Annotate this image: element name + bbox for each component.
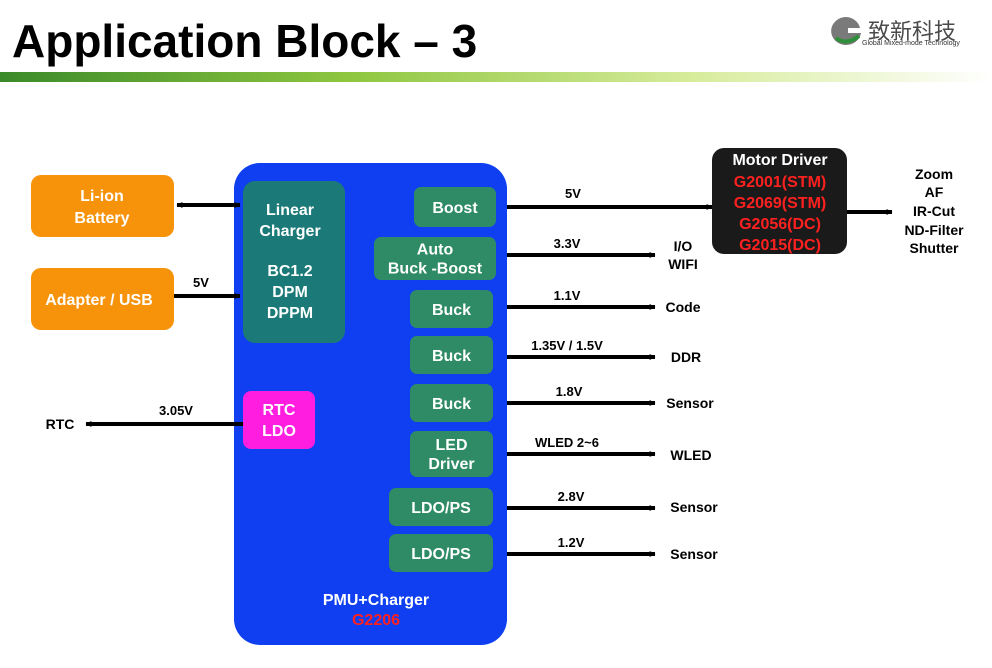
motor-driver-part: G2015(DC) <box>739 237 821 254</box>
rtc-ldo-line2: LDO <box>262 423 296 440</box>
linear-charger-line3: BC1.2 <box>267 263 312 280</box>
output-voltage: 5V <box>565 186 581 201</box>
output-voltage: 2.8V <box>558 489 585 504</box>
regulator-block <box>410 431 493 477</box>
regulator-label: Buck <box>432 348 471 365</box>
regulator-block <box>389 488 493 526</box>
linear-charger-line2: Charger <box>259 223 320 240</box>
output-voltage: WLED 2~6 <box>535 435 599 450</box>
linear-charger-line1: Linear <box>266 202 314 219</box>
output-target: Sensor <box>666 395 714 411</box>
output-target: DDR <box>671 349 701 365</box>
regulator-block <box>389 534 493 572</box>
output-target: Code <box>666 299 701 315</box>
output-target: WLED <box>670 447 711 463</box>
regulator-label: Buck -Boost <box>388 261 483 278</box>
company-logo: 致新科技 Global Mixed-mode Technology <box>826 14 990 54</box>
output-voltage: 1.1V <box>554 288 581 303</box>
rtc-ldo-block <box>243 391 315 449</box>
regulator-label: Driver <box>428 456 474 473</box>
regulator-label: Buck <box>432 396 471 413</box>
output-voltage: 3.3V <box>554 236 581 251</box>
regulator-block <box>410 290 493 328</box>
output-channel: LDO/PS 1.2V Sensor <box>389 534 718 572</box>
rtc-output-target: RTC <box>46 416 75 432</box>
output-voltage: 1.35V / 1.5V <box>531 338 603 353</box>
regulator-label: Auto <box>417 242 454 259</box>
output-target: Sensor <box>670 499 718 515</box>
adapter-usb-block <box>31 268 174 330</box>
output-target: WIFI <box>668 256 698 272</box>
logo-chinese-text: 致新科技 <box>868 20 957 45</box>
regulator-block <box>410 336 493 374</box>
linear-charger-line4: DPM <box>272 284 308 301</box>
adapter-input-voltage: 5V <box>193 275 209 290</box>
regulator-block <box>410 384 493 422</box>
output-channel: Buck 1.35V / 1.5V DDR <box>410 336 701 374</box>
battery-line2: Battery <box>74 210 129 227</box>
motor-output-item: ND-Filter <box>904 222 964 238</box>
pmu-part-number: G2206 <box>352 612 400 629</box>
regulator-label: Boost <box>432 200 478 217</box>
linear-charger-block <box>243 181 345 343</box>
slide-title: Application Block – 3 <box>12 15 478 67</box>
regulator-block <box>414 187 496 227</box>
title-underline <box>0 72 992 82</box>
output-channel: Buck 1.8V Sensor <box>410 384 714 422</box>
motor-driver-block <box>712 148 847 254</box>
logo-tagline: Global Mixed-mode Technology <box>862 40 960 47</box>
regulator-label: LDO/PS <box>411 546 471 563</box>
pmu-label: PMU+Charger <box>323 592 429 609</box>
adapter-usb-label: Adapter / USB <box>45 292 153 309</box>
output-voltage: 1.2V <box>558 535 585 550</box>
motor-output-item: AF <box>925 184 944 200</box>
regulator-label: LDO/PS <box>411 500 471 517</box>
rtc-ldo-line1: RTC <box>263 402 296 419</box>
regulator-block <box>374 237 496 280</box>
output-channel: LDO/PS 2.8V Sensor <box>389 488 718 526</box>
li-ion-battery-block <box>31 175 174 237</box>
regulator-label: LED <box>436 437 468 454</box>
regulator-label: Buck <box>432 302 471 319</box>
motor-driver-part: G2001(STM) <box>734 174 826 191</box>
motor-output-item: Zoom <box>915 166 953 182</box>
output-target: Sensor <box>670 546 718 562</box>
rtc-output-voltage: 3.05V <box>159 403 193 418</box>
output-channel: Boost 5V <box>414 186 713 227</box>
output-target: I/O <box>674 238 693 254</box>
output-voltage: 1.8V <box>556 384 583 399</box>
gmt-logo-icon <box>831 17 861 45</box>
motor-driver-part: G2069(STM) <box>734 195 826 212</box>
linear-charger-line5: DPPM <box>267 305 313 322</box>
battery-line1: Li-ion <box>80 188 124 205</box>
motor-output-item: Shutter <box>910 240 960 256</box>
motor-output-item: IR-Cut <box>913 203 955 219</box>
output-channel: Buck 1.1V Code <box>410 288 701 328</box>
motor-driver-part: G2056(DC) <box>739 216 821 233</box>
motor-driver-title: Motor Driver <box>732 152 827 169</box>
